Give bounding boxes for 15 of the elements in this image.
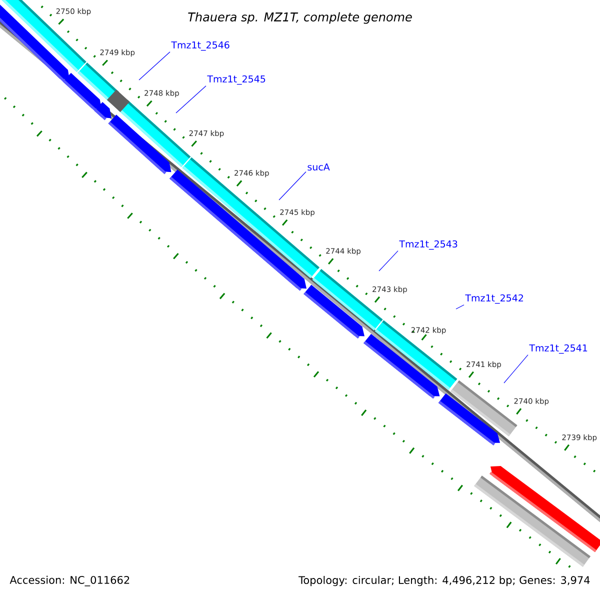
leader-line — [138, 52, 170, 80]
map-title: Thauera sp. MZ1T, complete genome — [188, 12, 412, 24]
leader-line — [176, 86, 206, 114]
gene-label: Tmz1t_2546 — [171, 41, 230, 51]
genome-info-text: Topology: circular; Length: 4,496,212 bp; Genes: 3,974 — [298, 576, 590, 586]
gene-label: Tmz1t_2542 — [465, 294, 523, 304]
gene-label: sucA — [308, 163, 330, 171]
accession-label: Accession: NC_011662 — [10, 576, 130, 586]
leader-line — [504, 354, 528, 384]
gene-label: Tmz1t_2545 — [207, 75, 266, 85]
leader-line — [456, 304, 464, 310]
gene-label: Tmz1t_2543 — [399, 240, 458, 250]
gene-label: Tmz1t_2541 — [529, 344, 588, 354]
leader-line — [378, 250, 398, 272]
leader-line — [278, 171, 306, 200]
